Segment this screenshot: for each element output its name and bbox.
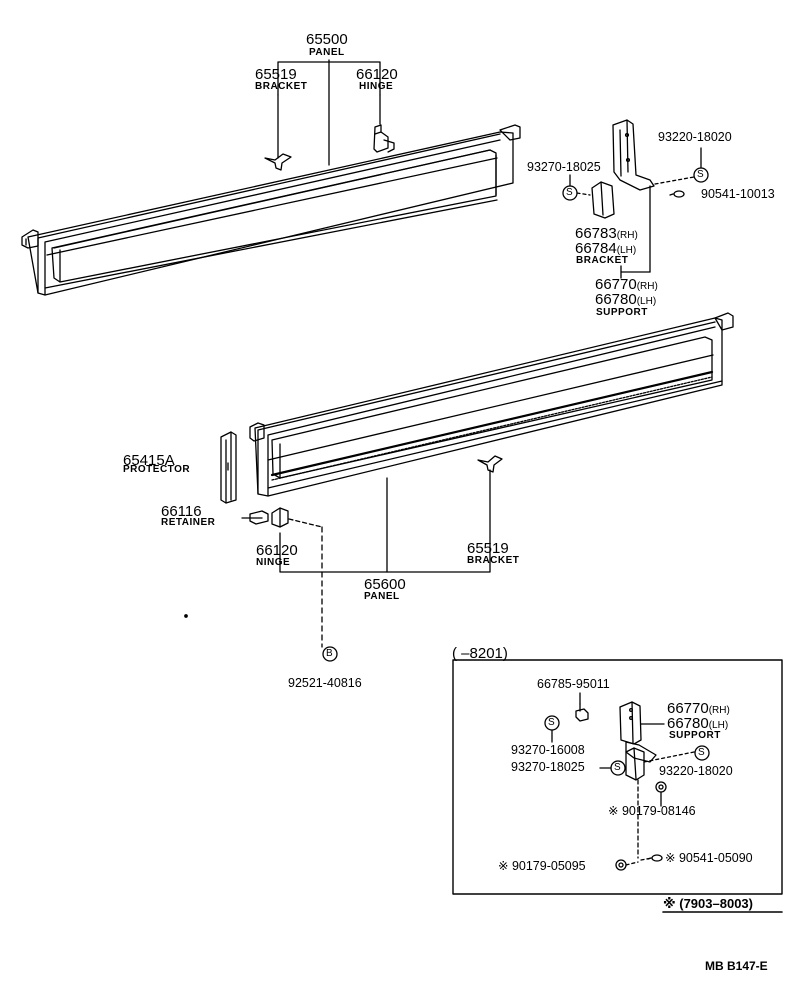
inset-support-drawing (619, 701, 657, 781)
inset-pin-66785-95011: 66785-95011 (537, 677, 610, 691)
protector-drawing (220, 431, 237, 504)
bolt-93220-18020: 93220-18020 (658, 130, 732, 144)
inset-support-lh: 66780(LH) (667, 715, 729, 732)
inset-nut-1 (655, 781, 667, 793)
retainer-name: RETAINER (161, 517, 216, 528)
b-symbol: B (326, 648, 333, 659)
inset-nut-90179-05095: ※ 90179-05095 (498, 859, 586, 873)
stray-dot (184, 614, 188, 618)
panel-lower-number: 65600 (364, 576, 406, 593)
clip-drawing (669, 190, 685, 198)
inset-pin-drawing (575, 703, 589, 722)
upper-hinge-drawing (373, 124, 395, 153)
side-leader-lines (569, 147, 702, 279)
upper-leader-lines (277, 59, 381, 166)
bracket-upper-number: 65519 (255, 66, 297, 83)
hinge-lower-name: NINGE (256, 557, 291, 568)
inset-bolt-93270-16008: 93270-16008 (511, 743, 585, 757)
inset-note: ※ (7903–8003) (663, 896, 753, 911)
lower-leader-lines (227, 462, 491, 648)
clip-90541-10013: 90541-10013 (701, 187, 775, 201)
retainer-number: 66116 (161, 503, 202, 520)
support-side-lh: 66780(LH) (595, 291, 657, 308)
inset-s-symbol-2: S (698, 747, 705, 758)
inset-nut-90179-08146: ※ 90179-08146 (608, 804, 696, 818)
lower-panel-drawing (249, 312, 734, 497)
inset-header: ( –8201) (452, 645, 508, 662)
b-screw (322, 646, 338, 662)
inset-box (452, 659, 783, 895)
bracket-side-lh: 66784(LH) (575, 240, 637, 257)
inset-nut-2 (615, 859, 627, 871)
panel-lower-name: PANEL (364, 591, 400, 602)
footer-code: MB B147-E (705, 959, 768, 973)
bolt-93270-18025: 93270-18025 (527, 160, 601, 174)
lower-bracket-drawing (477, 455, 503, 473)
inset-bolt-93270-18025: 93270-18025 (511, 760, 585, 774)
inset-s-symbol-3: S (614, 762, 621, 773)
inset-support-rh: 66770(RH) (667, 700, 730, 717)
inset-clip-90541-05090: ※ 90541-05090 (665, 851, 753, 865)
protector-name: PROTECTOR (123, 464, 191, 475)
s-symbol-1: S (566, 187, 573, 198)
panel-upper-number: 65500 (306, 31, 348, 48)
support-side-name: SUPPORT (596, 307, 648, 318)
protector-number: 65415A (123, 452, 175, 469)
bracket-lower-name: BRACKET (467, 555, 520, 566)
inset-s-symbol-1: S (548, 717, 555, 728)
bracket-lower-number: 65519 (467, 540, 509, 557)
bracket-side-rh: 66783(RH) (575, 225, 638, 242)
retainer-drawing (249, 510, 269, 525)
inset-leader-lines (551, 692, 703, 866)
side-bracket-drawing (591, 181, 615, 219)
bracket-upper-name: BRACKET (255, 81, 308, 92)
side-support-drawing (612, 119, 655, 191)
bracket-side-name: BRACKET (576, 255, 629, 266)
hinge-upper-name: HINGE (359, 81, 394, 92)
hinge-lower-number: 66120 (256, 542, 298, 559)
upper-panel-drawing (21, 124, 521, 296)
inset-bolt-93220-18020: 93220-18020 (659, 764, 733, 778)
s-symbol-2: S (697, 169, 704, 180)
panel-upper-name: PANEL (309, 47, 345, 58)
support-side-rh: 66770(RH) (595, 276, 658, 293)
inset-support-name: SUPPORT (669, 730, 721, 741)
hinge-upper-number: 66120 (356, 66, 398, 83)
screw-92521-40816: 92521-40816 (288, 676, 362, 690)
lower-hinge-drawing (271, 507, 289, 528)
